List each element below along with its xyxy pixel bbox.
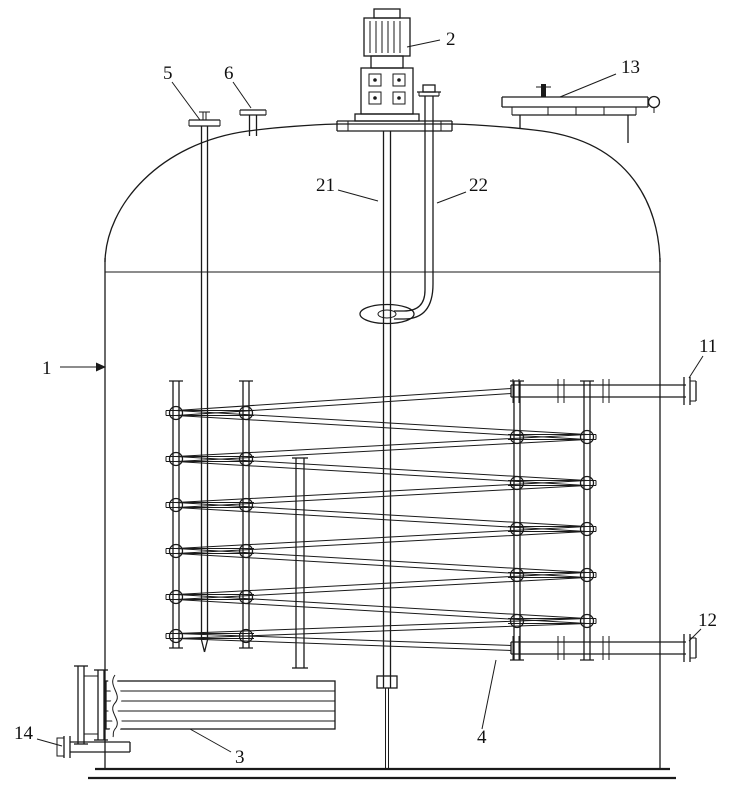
callout-2: 2 <box>406 29 456 50</box>
agitator-shaft <box>376 131 398 768</box>
callout-11: 11 <box>688 336 717 379</box>
side-nozzle-12 <box>510 634 697 662</box>
callout-22-label: 22 <box>469 175 488 196</box>
side-nozzle-11 <box>510 377 697 405</box>
coil-clamp-circles-left <box>168 405 254 644</box>
agitator-motor <box>354 8 420 122</box>
mounting-flange <box>336 120 453 132</box>
bottom-heater-3 <box>74 665 336 745</box>
callout-4-label: 4 <box>477 727 487 748</box>
helical-coil <box>165 388 597 651</box>
callout-14-label: 14 <box>14 723 34 744</box>
callout-12-label: 12 <box>698 610 717 631</box>
callout-6: 6 <box>224 63 252 109</box>
impeller <box>359 303 415 325</box>
callout-3: 3 <box>189 728 245 768</box>
callout-11-label: 11 <box>699 336 717 357</box>
callout-14: 14 <box>14 723 63 747</box>
baffle-thermowell <box>292 457 308 669</box>
callout-1: 1 <box>42 358 106 379</box>
callout-13-label: 13 <box>621 57 640 78</box>
callout-12: 12 <box>688 610 717 642</box>
callout-6-label: 6 <box>224 63 234 84</box>
callout-21: 21 <box>316 175 379 202</box>
callout-5: 5 <box>163 63 201 121</box>
callout-21-label: 21 <box>316 175 335 196</box>
top-nozzle-6 <box>239 109 267 136</box>
bottom-pipe-14 <box>56 736 131 758</box>
dip-pipe <box>394 84 441 320</box>
callout-13: 13 <box>559 57 640 98</box>
callout-5-label: 5 <box>163 63 173 84</box>
coil-clamp-circles-right <box>509 429 595 629</box>
callout-3-label: 3 <box>235 747 245 768</box>
callout-22: 22 <box>436 175 488 204</box>
callout-4: 4 <box>477 659 497 748</box>
inlet-dip-tube-5 <box>188 111 221 653</box>
callout-2-label: 2 <box>446 29 456 50</box>
callout-1-label: 1 <box>42 358 52 379</box>
vessel-shell <box>88 123 676 780</box>
manhole-13 <box>501 84 661 143</box>
